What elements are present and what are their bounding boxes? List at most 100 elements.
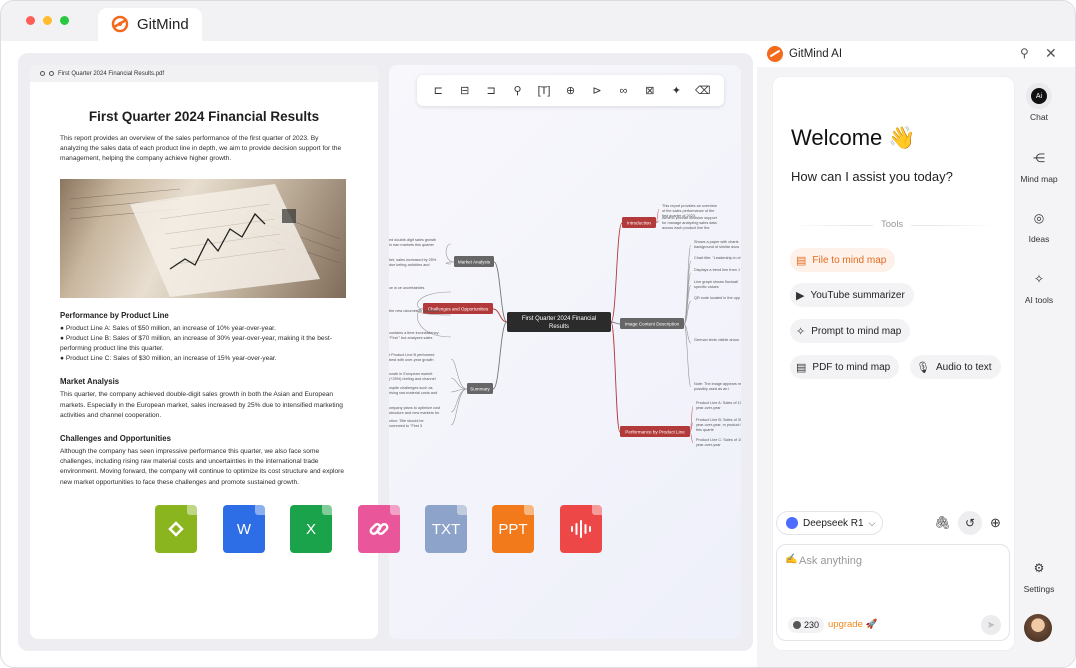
intro-leaf: of the sales performance of the [662,209,714,213]
close-icon[interactable]: ✕ [1045,45,1057,61]
left-leaf: the new utcomes to sustained [389,309,439,313]
mind-map-root-node[interactable] [507,312,611,332]
relationship-icon[interactable]: ∞ [619,84,628,97]
credits-badge: 230 [788,617,824,633]
model-selector[interactable]: Deepseek R1 ⌵ [776,511,883,535]
mind-map-branch-node[interactable] [467,383,493,394]
format-painter-icon[interactable]: ⚲ [513,85,522,97]
left-leaf: rowth in European market [389,372,433,376]
coin-icon [792,621,801,629]
product-leaf: year-over-year [696,406,721,410]
left-leaf: in ean markets this quarter [389,243,435,247]
excel-file-icon: X [290,505,332,553]
section-heading: Market Analysis [60,377,120,387]
mind-map-branch-node[interactable] [454,256,494,267]
branch-node-label: Summary [470,387,490,392]
mind-map-branch-node[interactable] [622,217,656,228]
sidebar-item-ai-tools[interactable]: ✧ AI tools [1019,266,1059,305]
section-heading: Challenges and Opportunities [60,434,171,444]
pdf-icon: ▤ [796,361,807,374]
sparkle-icon: ✧ [1033,272,1045,286]
add-sibling-node-icon[interactable]: ⊟ [460,85,470,97]
pdf-title: First Quarter 2024 Financial Results [88,109,320,124]
mind-map-branch-node[interactable] [423,303,493,314]
product-leaf: Product Line A: Sales of 10% [696,401,741,405]
minimize-window-button[interactable] [43,16,52,25]
mind-map-branch-node[interactable] [620,426,690,437]
audio-to-text-chip[interactable]: 🎙Audio to text [910,355,1001,379]
summary-icon[interactable]: ⊳ [592,85,602,97]
leaf-connector [683,323,692,344]
youtube-icon: ▶ [796,289,805,302]
left-leaf: due keting activities and [389,263,430,267]
leaf-connector [450,358,468,390]
chevron-down-icon: ⌵ [868,517,876,528]
lightbulb-icon: ◎ [1033,211,1045,225]
intro-leaf: first quarter of 2023 [662,214,695,218]
branch-node-label: Performance by Product Line [625,430,685,435]
clear-format-icon[interactable]: ⌫ [694,85,711,97]
close-window-button[interactable] [26,16,35,25]
image-icon[interactable]: ⊠ [645,85,655,97]
image-leaf: Chart title: "Leadership in ch [694,256,741,260]
sidebar-item-ideas[interactable]: ◎ Ideas [1019,205,1059,244]
welcome-subtitle: How can I assist you today? [791,169,953,184]
intro-leaf: Aims to provide decision support [662,216,718,220]
leaf-connector [417,308,452,338]
mind-map-branch-node[interactable] [620,318,684,329]
left-leaf: ce w ce uncertainties [389,286,425,290]
left-leaf: structure and new markets for [389,411,440,415]
new-chat-icon[interactable]: ⊕ [990,515,1001,530]
financial-document-photo [60,178,346,298]
branch-node-label: Market Analysis [458,260,491,265]
history-icon[interactable]: ↺ [958,511,982,535]
add-child-node-icon[interactable]: ⊏ [433,85,443,97]
pdf-back-icon[interactable] [40,71,45,76]
ai-panel-header: GitMind AI ⚲ ✕ [767,45,1067,67]
branch-connector [610,222,623,323]
pdf-forward-icon[interactable] [49,71,54,76]
maximize-window-button[interactable] [60,16,69,25]
attach-icon[interactable]: 🖇 [934,515,951,530]
mind-map-icon: ⋲ [1033,151,1045,165]
left-leaf: contains a time inconsistency: [389,331,439,335]
app-tab[interactable]: GitMind [98,8,202,41]
left-leaf: (+25%) rketing and channel [389,377,436,381]
link-file-icon [358,505,400,553]
prompt-to-mind-map-chip[interactable]: ✧Prompt to mind map [790,319,911,343]
sidebar-item-settings[interactable]: ⚙ Settings [1019,555,1059,594]
add-parent-node-icon[interactable]: ⊐ [486,85,496,97]
pdf-filename: First Quarter 2024 Financial Results.pdf [58,70,165,77]
chat-icon: Ai [1026,83,1052,109]
file-icon: ▤ [796,254,807,267]
section-heading: Performance by Product Line [60,310,169,320]
ai-sparkle-icon[interactable]: ✦ [671,85,681,97]
pdf-to-mind-map-chip[interactable]: ▤PDF to mind map [790,355,900,379]
upgrade-link[interactable]: upgrade 🚀 [828,619,878,630]
pin-icon[interactable]: ⚲ [1020,46,1029,60]
leaf-connector [450,377,468,390]
product-leaf: Product Line B: Sales of 30% [696,418,741,422]
chat-input-placeholder[interactable]: Ask anything [799,555,862,567]
text-icon[interactable]: [T] [537,84,551,97]
left-leaf: ospite challenges such as [389,386,433,390]
insert-icon[interactable]: ⊕ [565,85,576,97]
prompt-icon: ✧ [796,325,806,338]
ai-panel-title: GitMind AI [789,48,843,60]
intro-leaf: for manage analyzing sales data [662,221,718,225]
sidebar-item-chat[interactable]: Ai Chat [1019,83,1059,122]
gitmind-ai-logo-icon [767,46,783,62]
branch-connector [493,261,508,323]
pdf-document[interactable]: First Quarter 2024 Financial Results.pdf… [30,65,378,639]
user-avatar[interactable] [1024,614,1052,642]
leaf-connector [445,243,455,263]
youtube-summarizer-chip[interactable]: ▶YouTube summarizer [790,283,914,307]
sidebar-item-mind-map[interactable]: ⋲ Mind map [1019,145,1059,184]
leaf-connector [655,220,660,224]
chat-input-box[interactable]: ✍ Ask anything 230 upgrade 🚀 ➤ [776,544,1010,641]
send-icon[interactable]: ➤ [981,615,1001,635]
left-leaf: best with over-year growth [389,358,434,362]
leaf-connector [689,405,694,433]
branch-connector [610,321,621,325]
file-to-mind-map-chip[interactable]: ▤File to mind map [790,248,896,272]
